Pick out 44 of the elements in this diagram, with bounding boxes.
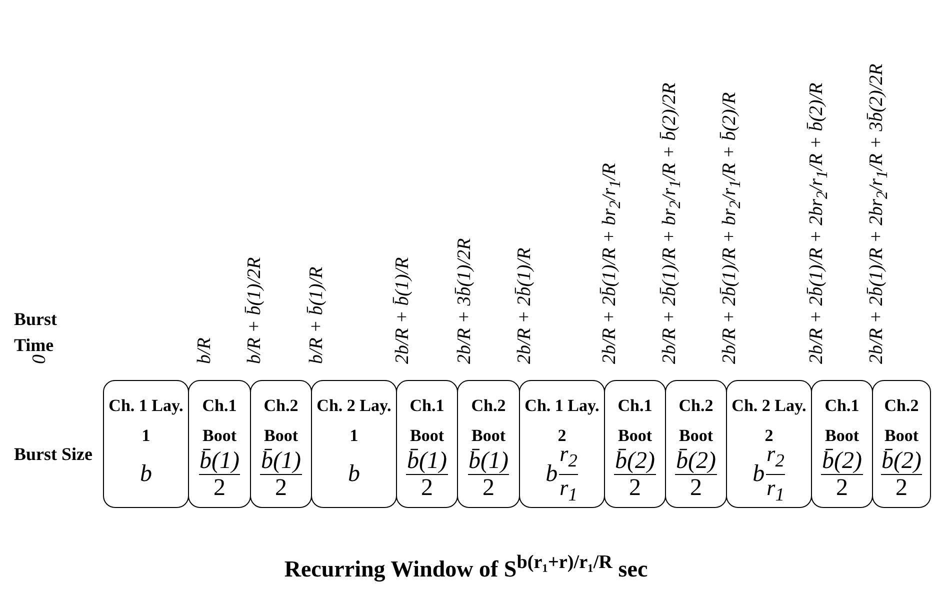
- burst-box: [457, 380, 520, 508]
- burst-size: b̄(2) 2: [614, 448, 656, 500]
- burst-box: [872, 380, 931, 508]
- burst-heading: Ch. 2 Lay. 2: [730, 395, 808, 447]
- time-label: 2b/R + b̄(1)/R: [392, 257, 414, 364]
- time-label: 0: [29, 354, 51, 364]
- axis-label: Burst Size: [14, 443, 94, 466]
- burst-size: b̄(1) 2: [468, 448, 510, 500]
- burst-heading: Ch.2 Boot: [883, 395, 920, 447]
- burst-heading: Ch.1 Boot: [408, 395, 446, 447]
- burst-size: b̄(1) 2: [198, 448, 240, 500]
- burst-box: [604, 380, 666, 508]
- time-label: b/R: [194, 338, 216, 364]
- burst-size: b̄(2) 2: [675, 448, 717, 500]
- burst-heading: Ch.2 Boot: [470, 395, 507, 447]
- burst-box: [103, 380, 189, 508]
- time-label: b/R + b̄(1)/R: [306, 266, 328, 364]
- burst-heading: Ch.2 Boot: [262, 395, 300, 447]
- burst-size: b: [140, 460, 152, 488]
- burst-size: b̄(1) 2: [260, 448, 302, 500]
- axis-label: Burst Time: [14, 308, 58, 355]
- burst-heading: Ch.2 Boot: [678, 395, 714, 447]
- burst-box: [188, 380, 251, 508]
- burst-heading: Ch.1 Boot: [201, 395, 238, 447]
- burst-heading: Ch. 2 Lay. 1: [316, 395, 392, 447]
- burst-heading: Ch. 1 Lay. 2: [524, 395, 600, 447]
- burst-box: [396, 380, 458, 508]
- burst-heading: Ch.1 Boot: [824, 395, 860, 447]
- burst-size: b̄(2) 2: [880, 448, 922, 500]
- burst-box: [811, 380, 873, 508]
- burst-box: [665, 380, 727, 508]
- burst-size: b: [348, 460, 360, 488]
- caption: Recurring Window of S$^{b(r₁+r)/r₁/R}$ sec: [283, 552, 649, 583]
- burst-size: b̄(1) 2: [406, 448, 448, 500]
- time-label: b/R + b̄(1)/2R: [244, 257, 266, 364]
- burst-heading: Ch.1 Boot: [616, 395, 654, 447]
- time-label: 2b/R + 3b̄(1)/2R: [454, 238, 476, 364]
- burst-size: b̄(2) 2: [821, 448, 863, 500]
- burst-box: [519, 380, 605, 508]
- burst-heading: Ch. 1 Lay. 1: [108, 395, 184, 447]
- time-label: 2b/R + 2b̄(1)/R: [514, 248, 536, 364]
- burst-box: [311, 380, 397, 508]
- burst-box: [726, 380, 812, 508]
- burst-box: [250, 380, 312, 508]
